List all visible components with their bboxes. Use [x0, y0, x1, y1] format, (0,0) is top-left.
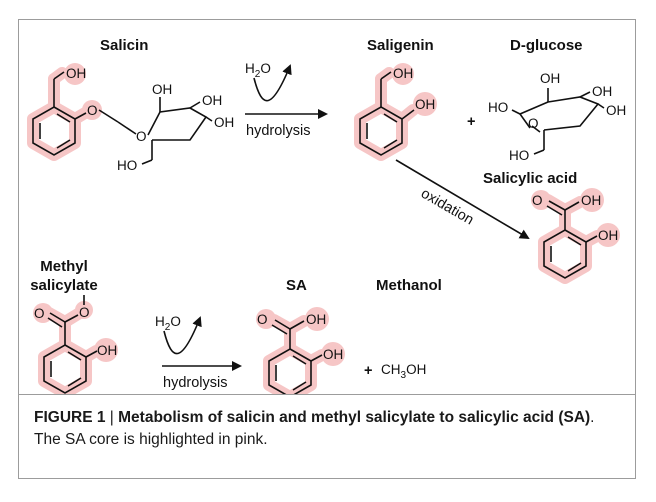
r3-curved-arrow: [163, 316, 202, 355]
reaction-hydrolysis-2: H2O hydrolysis: [155, 314, 242, 391]
dglucose-o-ring: O: [528, 116, 539, 131]
methanol-structure: Methanol + CH3OH: [364, 277, 442, 381]
methyl-salicylate-name-line1: Methyl: [40, 258, 88, 275]
salicylic-acid-name: Salicylic acid: [483, 170, 577, 187]
salicin-structure: Salicin OH O O OH OH OH: [27, 37, 234, 173]
caption-separator: |: [105, 409, 119, 426]
figure-frame: [18, 19, 636, 479]
caption-label: FIGURE 1: [34, 409, 106, 426]
methyl-salicylate-name-line2: salicylate: [30, 277, 98, 294]
saligenin-oh-phenol: OH: [415, 97, 435, 112]
sa-oh-phenol: OH: [323, 347, 343, 362]
sa-name: SA: [286, 277, 307, 294]
saligenin-oh-benzylic: OH: [393, 66, 413, 81]
salicylic-acid-structure: Salicylic acid O OH OH: [483, 170, 620, 284]
salicylic-acid-o: O: [532, 193, 543, 208]
reaction-hydrolysis-1: H2O hydrolysis: [245, 61, 328, 139]
salicin-name: Salicin: [100, 37, 148, 54]
dglucose-oh-top: OH: [540, 71, 560, 86]
methyl-salicylate-oh: OH: [97, 343, 117, 358]
r3-water: H2O: [155, 314, 181, 333]
r3-label: hydrolysis: [163, 375, 227, 391]
dglucose-structure: D-glucose O OH HO OH OH HO: [488, 37, 626, 163]
figure-caption: FIGURE 1 | Metabolism of salicin and met…: [34, 407, 614, 451]
sa-oh-carboxyl: OH: [306, 312, 326, 327]
salicylic-acid-oh-carboxyl: OH: [581, 193, 601, 208]
reaction-scheme: Salicin OH O O OH OH OH: [27, 37, 626, 394]
dglucose-oh-right2: OH: [606, 103, 626, 118]
dglucose-ho-bottom: HO: [509, 148, 529, 163]
methyl-salicylate-o-ester: O: [79, 305, 90, 320]
salicin-oh-4: OH: [214, 115, 234, 130]
salicin-oh-benzylic: OH: [66, 66, 86, 81]
r1-curved-arrow: [253, 64, 292, 102]
saligenin-structure: Saligenin OH OH: [354, 37, 437, 161]
dglucose-oh-right1: OH: [592, 84, 612, 99]
caption-divider: [18, 394, 635, 395]
salicin-oh-2: OH: [152, 82, 172, 97]
dglucose-name: D-glucose: [510, 37, 583, 54]
methanol-formula: CH3OH: [381, 362, 426, 381]
salicin-oh-3: OH: [202, 93, 222, 108]
plus-sign-2: +: [364, 363, 372, 379]
oxidation-arrow: [395, 159, 530, 240]
dglucose-ho-left: HO: [488, 100, 508, 115]
r1-water: H2O: [245, 61, 271, 80]
salicin-o-link: O: [87, 103, 98, 118]
salicin-o-ring: O: [136, 129, 147, 144]
sa-o: O: [257, 312, 268, 327]
r1-label: hydrolysis: [246, 123, 310, 139]
methanol-name: Methanol: [376, 277, 442, 294]
methyl-salicylate-o-carbonyl: O: [34, 306, 45, 321]
salicin-ho: HO: [117, 158, 137, 173]
saligenin-name: Saligenin: [367, 37, 434, 54]
salicylic-acid-oh-phenol: OH: [598, 228, 618, 243]
caption-title: Metabolism of salicin and methyl salicyl…: [118, 409, 591, 426]
oxidation-label: oxidation: [418, 186, 476, 229]
caption-rest: . The SA core is highlighted in pink.: [34, 409, 595, 448]
sa-structure: SA O OH OH: [256, 277, 345, 394]
plus-sign-1: +: [467, 114, 475, 130]
methyl-salicylate-structure: Methyl salicylate O O OH: [30, 258, 118, 394]
